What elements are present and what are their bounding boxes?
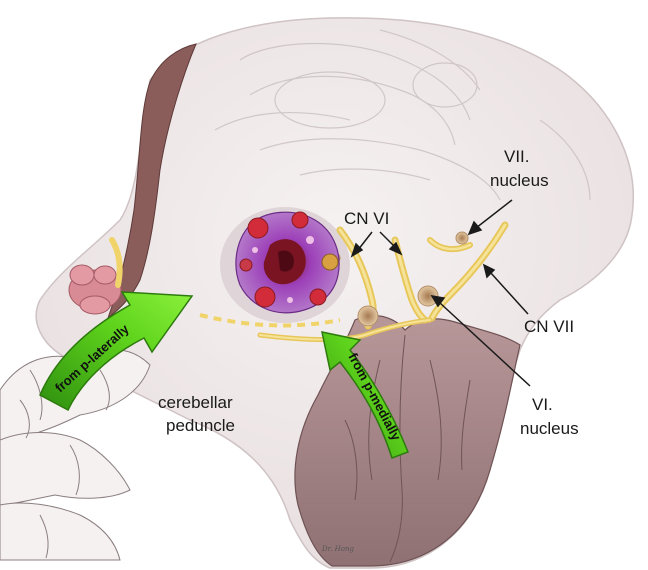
vii-nucleus-label-2: nucleus [490,171,549,190]
cn-vi-label: CN VI [344,209,389,228]
vi-nucleus-label-1: VI. [532,395,553,414]
cn-vii-nerves [257,221,509,343]
artist-signature: Dr. Hong [321,545,354,553]
cn-vi-nerves [336,226,429,330]
nerve-stump-left [109,237,123,288]
cerebellar-peduncle-label-2: peduncle [166,416,235,435]
cut-edge [106,43,197,320]
surface-sketch [214,29,591,201]
leader-lines [350,199,531,387]
vi-nucleus-right [417,285,439,307]
vi-nucleus-left [357,305,379,327]
ventricle-texture [344,334,471,563]
approach-trajectory [199,313,341,328]
vi-nucleus-label-2: nucleus [520,419,579,438]
vii-nucleus-label-1: VII. [504,147,530,166]
cn-vii-label: CN VII [524,317,574,336]
cerebellar-peduncle-label-1: cerebellar [158,393,233,412]
vascular-structure [68,264,122,315]
lesion [235,211,340,314]
vii-nucleus [455,231,469,245]
